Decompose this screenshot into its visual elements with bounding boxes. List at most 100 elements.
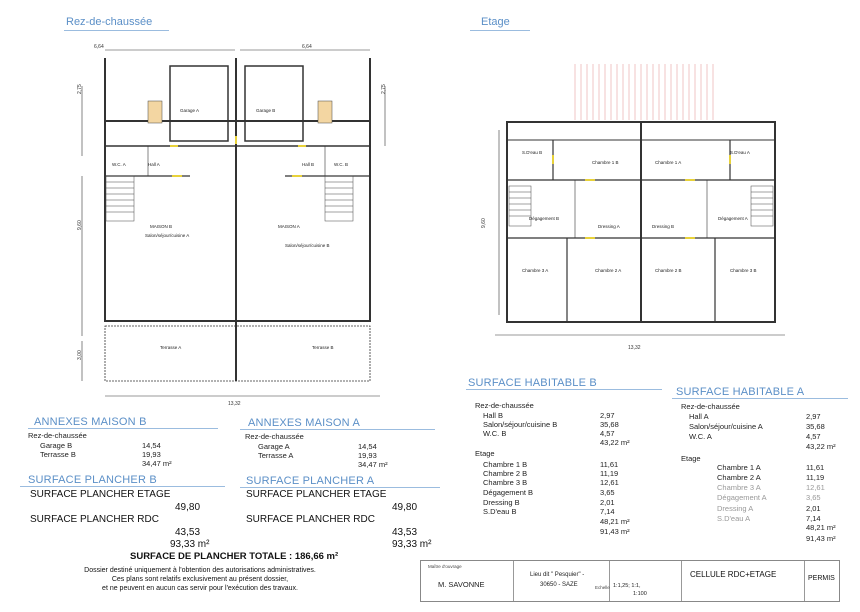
room-dress-a: Dressing A [598,224,620,229]
room-garage-b: Garage B [256,108,276,113]
annexes-b-title: ANNEXES MAISON B [34,416,147,428]
etage-plan-title: Etage [481,16,510,28]
habitable-a-rdc: Rez-de-chaussée [681,402,740,411]
etage-title-underline [470,30,530,31]
habitable-b-row-label: Dégagement B [483,488,534,497]
habitable-b-row-value: 2,01 [600,498,615,507]
habitable-b-rdc: Rez-de-chaussée [475,401,534,410]
habitable-a-row-value: 11,61 [806,463,825,472]
disclaimer: Dossier destiné uniquement à l'obtention… [60,566,340,593]
annexes-b-row-label: Terrasse B [40,450,76,459]
habitable-a-row-value: 35,68 [806,422,825,431]
habitable-a-row-value: 3,65 [806,493,821,502]
habitable-a-row-label: W.C. A [689,432,712,441]
habitable-b-row-value: 2,97 [600,411,615,420]
habitable-a-etage-total: 48,21 m² [806,523,836,532]
room-hall-a: Hall A [148,162,160,167]
title-block-divider [681,561,682,601]
room-sdeau-b: S.D'eau B [522,150,543,155]
habitable-a-row-value: 4,57 [806,432,821,441]
title-block-divider [804,561,805,601]
habitable-a-row-value: 11,19 [806,473,825,482]
room-deg-a: Dégagement A [718,216,748,221]
plancher-a-rdc-value: 43,53 [392,527,418,538]
habitable-a-total: 91,43 m² [806,534,836,543]
annexes-a-rule [240,429,435,430]
habitable-a-row-label: Salon/séjour/cuisine A [689,422,763,431]
etage-dim-total-bottom: 13,32 [628,345,641,351]
habitable-a-row-label: Chambre 2 A [717,473,761,482]
rdc-dim-side-main: 9,60 [77,220,83,230]
maitre-label: Maître d'ouvrage [428,564,462,569]
room-ch2b: Chambre 2 B [655,268,682,273]
rdc-dim-side-left: 2,75 [77,84,83,94]
rdc-plan-title: Rez-de-chaussée [66,16,153,28]
rdc-dim-side-right: 2,75 [381,84,387,94]
habitable-a-row-value: 12,61 [806,483,825,492]
etage-floor-plan [495,60,795,350]
permis-label: PERMIS [808,575,835,582]
plancher-a-etage-value: 49,80 [392,502,418,513]
room-ch3a: Chambre 3 A [522,268,549,273]
echelle-value-2: 1:100 [633,591,647,597]
habitable-a-title: SURFACE HABITABLE A [676,386,805,398]
maitre-value: M. SAVONNE [438,580,485,589]
room-terrasse-a: Terrasse A [160,345,182,350]
rdc-title-underline [64,30,169,31]
title-block-divider [609,561,610,601]
annexes-a-row-value: 14,54 [358,442,377,451]
room-ch1a: Chambre 1 A [655,160,682,165]
annexes-a-row-label: Terrasse A [258,451,294,460]
title-block [420,560,840,602]
room-sdeau-a: S.D'eau A [730,150,750,155]
habitable-b-row-value: 11,19 [600,469,619,478]
annexes-b-sub: Rez-de-chaussée [28,431,87,440]
lieu-line-1: Lieu dit " Pesquier" - [530,572,585,578]
room-wc-a: W.C. A [112,162,126,167]
plancher-a-rule [240,487,440,488]
room-terrasse-b: Terrasse B [312,345,334,350]
habitable-b-row-value: 11,61 [600,460,619,469]
room-dress-b: Dressing B [652,224,675,229]
plancher-b-title: SURFACE PLANCHER B [28,474,157,486]
habitable-b-row-value: 35,68 [600,420,619,429]
drawing-title: CELLULE RDC+ETAGE [690,570,777,579]
habitable-b-rdc-total: 43,22 m² [600,438,630,447]
habitable-b-row-label: Hall B [483,411,504,420]
annexes-a-sub: Rez-de-chaussée [245,432,304,441]
habitable-b-row-label: Chambre 3 B [483,478,528,487]
annexes-a-row-value: 19,93 [358,451,377,460]
room-maison-b: MAISON B [150,224,173,229]
rdc-dim-top-right: 6,64 [302,44,312,50]
plancher-a-title: SURFACE PLANCHER A [246,475,375,487]
rdc-dim-total-bottom: 13,32 [228,401,241,407]
plancher-a-rdc-label: SURFACE PLANCHER RDC [246,514,375,525]
habitable-a-row-label: Dressing A [717,504,754,513]
echelle-label: Echelle [595,585,610,590]
rdc-floor-plan [60,36,405,406]
habitable-b-row-value: 3,65 [600,488,615,497]
habitable-b-title: SURFACE HABITABLE B [468,377,597,389]
habitable-b-etage: Etage [475,449,495,458]
habitable-b-etage-total: 48,21 m² [600,517,630,526]
room-salon-a: Salon/séjour/cuisine A [145,233,190,238]
annexes-b-rule [28,428,218,429]
room-ch2a: Chambre 2 A [595,268,622,273]
habitable-a-row-value: 2,01 [806,504,821,513]
room-garage-a: Garage A [180,108,200,113]
habitable-b-row-label: Chambre 2 B [483,469,528,478]
disclaimer-line: Ces plans sont relatifs exclusivement au… [111,576,289,583]
plancher-a-total: 93,33 m² [392,539,432,550]
room-ch1b: Chambre 1 B [592,160,619,165]
lieu-line-2: 30650 - SAZE [540,582,578,588]
annexes-b-row-value: 14,54 [142,441,161,450]
habitable-a-row-value: 7,14 [806,514,821,523]
echelle-value: 1:1,25; 1:1, [613,583,641,589]
room-hall-b: Hall B [302,162,315,167]
plancher-b-total: 93,33 m² [170,539,210,550]
room-ch3b: Chambre 3 B [730,268,757,273]
plancher-b-rule [20,486,225,487]
disclaimer-line: et ne peuvent en aucun cas servir pour l… [102,585,298,592]
plancher-b-rdc-label: SURFACE PLANCHER RDC [30,514,159,525]
habitable-b-row-value: 7,14 [600,507,615,516]
